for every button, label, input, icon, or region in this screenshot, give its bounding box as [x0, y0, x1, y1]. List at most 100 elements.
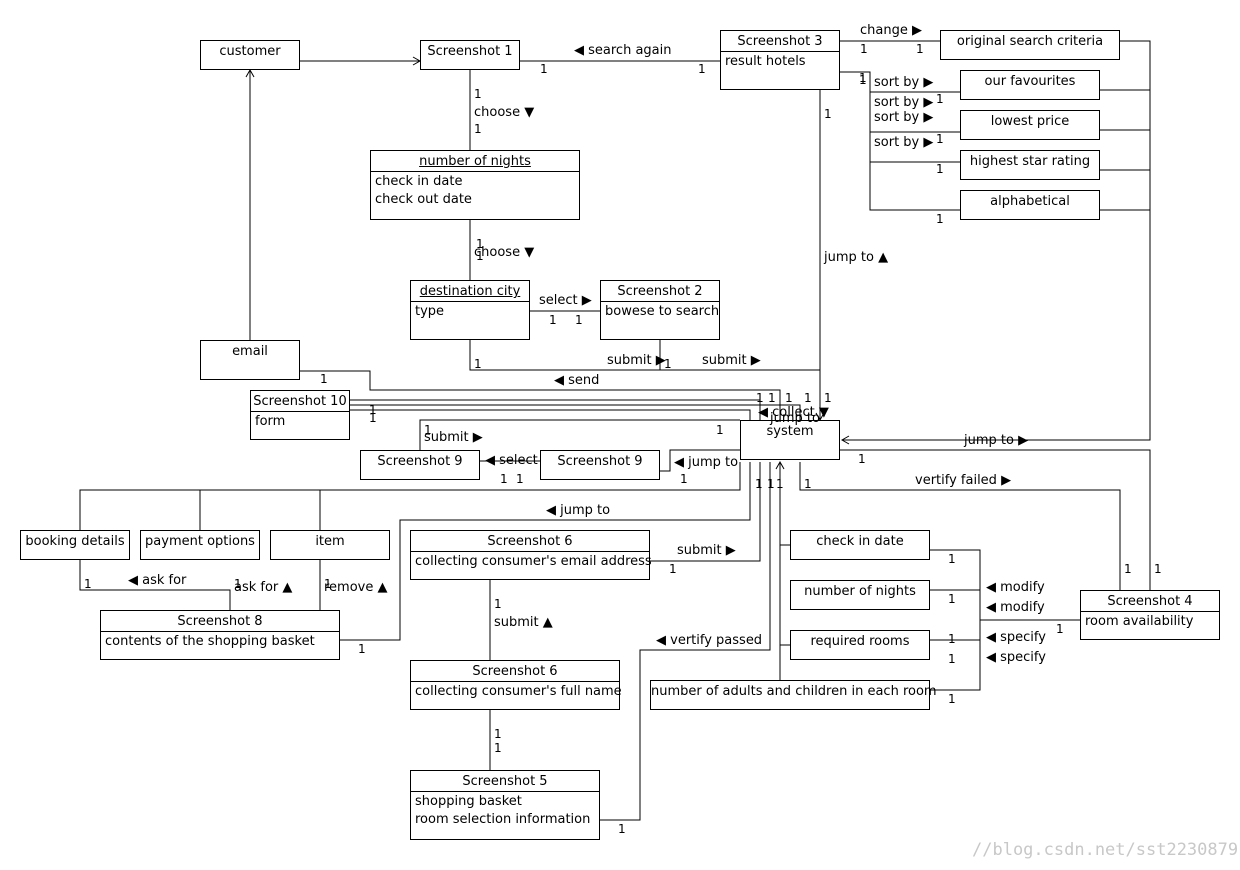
association-line-35 [600, 462, 771, 821]
class-title: required rooms [810, 634, 910, 649]
class-title: system [766, 424, 814, 439]
arrowhead-1 [840, 435, 850, 445]
association-label-verify-failed: vertify failed ▶ [915, 473, 1012, 488]
association-line-3 [842, 40, 1151, 441]
association-line-19 [300, 370, 781, 420]
class-box-alphabetical: alphabetical [960, 190, 1100, 220]
multiplicity-label: 1 [549, 313, 557, 327]
multiplicity-label: 1 [474, 122, 482, 136]
class-divider [251, 411, 349, 412]
class-title: Screenshot 8 [177, 614, 263, 629]
multiplicity-label: 1 [756, 391, 764, 405]
association-label-sort-by-3: sort by ▶ [874, 110, 934, 125]
association-label-verify-passed: ◀ vertify passed [656, 633, 763, 648]
class-title: Screenshot 9 [377, 454, 463, 469]
association-line-25 [660, 449, 740, 472]
class-title: Screenshot 6 [487, 534, 573, 549]
multiplicity-label: 1 [540, 62, 548, 76]
multiplicity-label: 1 [804, 391, 812, 405]
association-line-23 [419, 419, 740, 450]
multiplicity-label: 1 [698, 62, 706, 76]
class-divider [411, 551, 649, 552]
multiplicity-label: 1 [669, 562, 677, 576]
class-divider [601, 301, 719, 302]
multiplicity-label: 1 [948, 552, 956, 566]
class-attribute: collecting consumer's email address [415, 554, 652, 569]
association-line-21 [350, 404, 801, 420]
watermark-text: //blog.csdn.net/sst2230879 [972, 840, 1239, 860]
multiplicity-label: 1 [785, 391, 793, 405]
multiplicity-label: 1 [575, 313, 583, 327]
class-attribute: collecting consumer's full name [415, 684, 622, 699]
multiplicity-label: 1 [494, 597, 502, 611]
multiplicity-label: 1 [948, 632, 956, 646]
multiplicity-label: 1 [369, 403, 377, 417]
class-title: alphabetical [990, 194, 1070, 209]
class-box-original-criteria: original search criteria [940, 30, 1120, 60]
association-line-20 [350, 399, 761, 420]
multiplicity-label: 1 [858, 452, 866, 466]
arrowhead-2 [245, 68, 255, 78]
association-label-send: ◀ send [554, 373, 600, 388]
class-title: email [232, 344, 268, 359]
class-attribute: contents of the shopping basket [105, 634, 315, 649]
multiplicity-label: 1 [424, 423, 432, 437]
class-box-required-rooms: required rooms [790, 630, 930, 660]
multiplicity-label: 1 [824, 107, 832, 121]
association-label-collect: ◀ collect ▼ [758, 405, 829, 420]
association-label-remove: remove ▲ [324, 580, 388, 595]
multiplicity-label: 1 [1124, 562, 1132, 576]
multiplicity-label: 1 [664, 357, 672, 371]
association-label-submit-2: submit ▶ [702, 353, 761, 368]
class-attribute: room selection information [415, 812, 591, 827]
class-title: lowest price [990, 114, 1070, 129]
class-title: booking details [25, 534, 125, 549]
multiplicity-label: 1 [776, 477, 784, 491]
class-title: number of adults and children in each ro… [651, 684, 937, 699]
association-line-29 [79, 560, 231, 610]
multiplicity-label: 1 [916, 42, 924, 56]
association-label-jump-to-right: jump to ▶ [964, 433, 1029, 448]
association-label-sort-by-1: sort by ▶ [874, 75, 934, 90]
class-title: our favourites [984, 74, 1076, 89]
association-line-40 [840, 449, 1151, 590]
class-box-system: system [740, 420, 840, 460]
multiplicity-label: 1 [716, 423, 724, 437]
class-attribute: shopping basket [415, 794, 522, 809]
association-label-sort-by-4: sort by ▶ [874, 135, 934, 150]
class-box-lowest-price: lowest price [960, 110, 1100, 140]
class-box-payment-options: payment options [140, 530, 260, 560]
class-divider [411, 681, 619, 682]
class-title: Screenshot 10 [253, 394, 347, 409]
class-box-item: item [270, 530, 390, 560]
multiplicity-label: 1 [804, 477, 812, 491]
class-title: original search criteria [956, 34, 1104, 49]
multiplicity-label: 1 [474, 357, 482, 371]
multiplicity-label: 1 [476, 249, 484, 263]
class-box-highest-star: highest star rating [960, 150, 1100, 180]
class-attribute: form [255, 414, 286, 429]
class-divider [101, 631, 339, 632]
multiplicity-label: 1 [320, 372, 328, 386]
multiplicity-label: 1 [767, 477, 775, 491]
multiplicity-label: 1 [474, 87, 482, 101]
class-divider [411, 791, 599, 792]
multiplicity-label: 1 [948, 592, 956, 606]
association-line-4 [840, 71, 960, 211]
multiplicity-label: 1 [680, 472, 688, 486]
class-title: Screenshot 9 [557, 454, 643, 469]
class-divider [411, 301, 529, 302]
multiplicity-label: 1 [936, 212, 944, 226]
class-title: number of nights [804, 584, 916, 599]
association-label-ask-for-up: ask for ▲ [234, 580, 293, 595]
association-label-select-left: ◀ select [485, 453, 538, 468]
class-divider [371, 171, 579, 172]
arrowhead-4 [775, 460, 785, 470]
